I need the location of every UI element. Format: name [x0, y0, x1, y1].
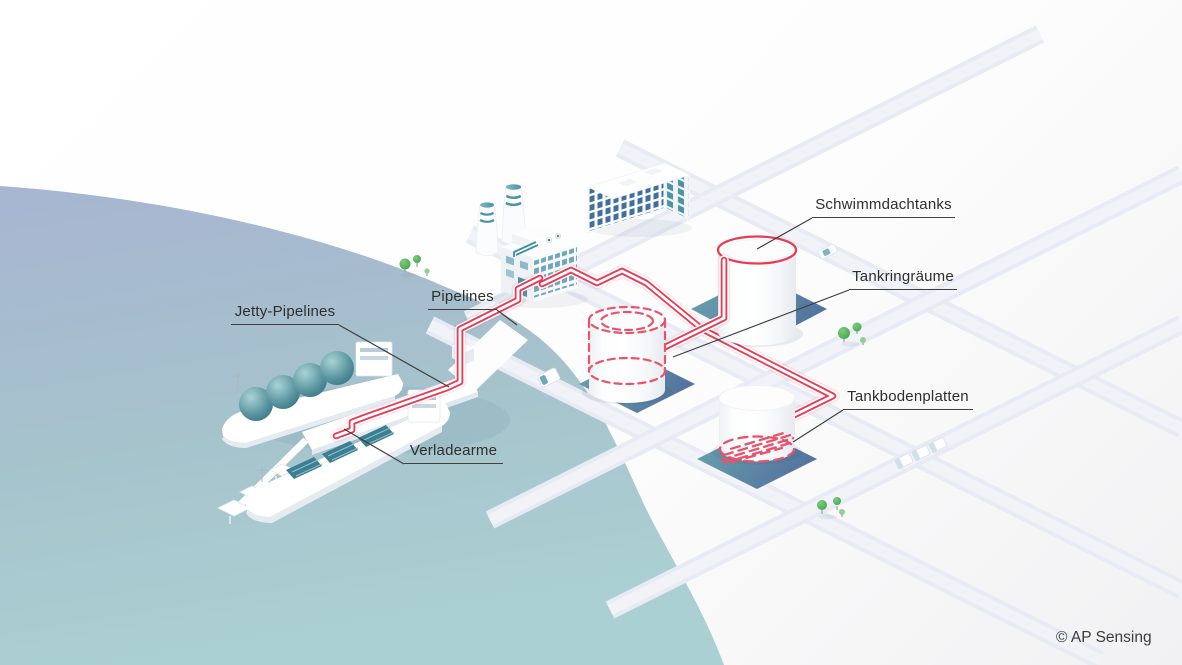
- trees-east: [838, 322, 866, 347]
- label-pipelines: Pipelines: [428, 288, 497, 310]
- tank-roof-marking: [716, 235, 798, 265]
- cooling-tower-front: [475, 202, 499, 257]
- label-tankringraeume: Tankringräume: [849, 268, 957, 290]
- label-verladearme: Verladearme: [404, 442, 503, 464]
- label-tankbodenplatten: Tankbodenplatten: [843, 388, 973, 410]
- tank-floating-roof: [711, 235, 803, 347]
- office-building: [587, 162, 692, 237]
- label-schwimmdachtanks: Schwimmdachtanks: [812, 196, 955, 218]
- parked-trucks: [894, 437, 948, 470]
- van: [537, 367, 561, 388]
- tank-ring-space: [582, 305, 672, 405]
- trees-near-factory: [399, 255, 430, 278]
- copyright-notice: © AP Sensing: [1056, 629, 1152, 646]
- deck-hatch-panels: [286, 425, 395, 479]
- label-jetty-pipelines: Jetty-Pipelines: [231, 303, 339, 325]
- tank-bottom-plates: [712, 385, 802, 465]
- ring-space-marking: [587, 305, 667, 386]
- car: [818, 243, 838, 260]
- leader-lines: [338, 217, 850, 465]
- bottom-plate-marking: [718, 432, 796, 465]
- ship-lng-carrier: [222, 341, 403, 448]
- trees-south: [817, 497, 845, 520]
